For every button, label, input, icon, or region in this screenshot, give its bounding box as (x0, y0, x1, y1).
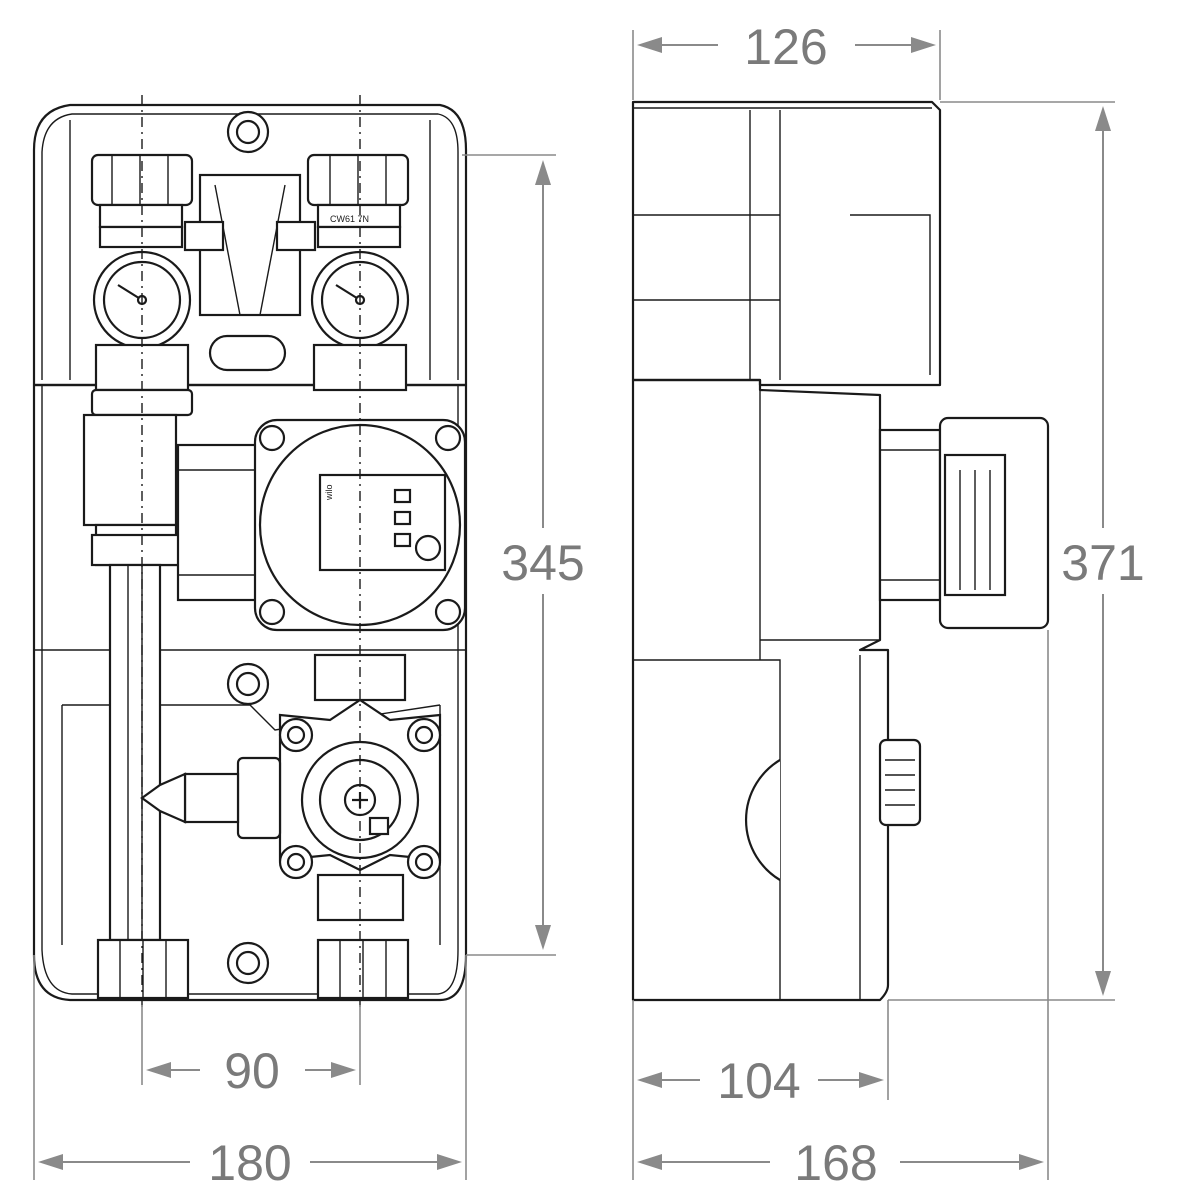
dim-front-height: 345 (462, 154, 598, 956)
pipe-left-long (108, 563, 162, 942)
fitting-top-right: CW61 7N (306, 153, 410, 229)
dim-104-label: 104 (717, 1053, 800, 1109)
side-cutout (745, 759, 781, 881)
mixing-valve (278, 698, 442, 880)
mounting-hole-top (226, 110, 270, 154)
pump: wilo (176, 418, 467, 632)
side-view (631, 100, 1050, 1002)
front-upper-housing (32, 103, 468, 387)
fitting-bottom-right (316, 873, 410, 1000)
dim-180-label: 180 (208, 1135, 291, 1191)
fitting-bottom-left (96, 938, 190, 1000)
pump-brand-label: wilo (324, 484, 334, 501)
front-view: CW61 7N (32, 95, 468, 1010)
dim-pipe-spacing: 90 (141, 1005, 361, 1099)
dim-side-top-depth: 126 (632, 19, 941, 100)
side-branch (140, 756, 282, 840)
dim-side-height: 371 (888, 101, 1158, 1001)
dim-345-label: 345 (501, 535, 584, 591)
side-upper-housing (631, 100, 942, 387)
side-valve-knob (878, 738, 922, 827)
dim-126-label: 126 (744, 19, 827, 75)
mounting-hole-bottom (226, 941, 270, 985)
check-valves (183, 173, 317, 317)
dim-90-label: 90 (224, 1043, 280, 1099)
dim-front-width: 180 (33, 955, 467, 1191)
oval-slot (208, 334, 287, 372)
dim-side-bottom-inner: 104 (632, 1000, 889, 1180)
dim-168-label: 168 (794, 1135, 877, 1191)
fitting-label: CW61 7N (330, 214, 369, 224)
dim-371-label: 371 (1061, 535, 1144, 591)
mounting-hole-middle (226, 662, 270, 706)
side-pump-module (878, 416, 1050, 630)
dim-side-bottom-outer: 168 (637, 630, 1049, 1191)
pipe-left-upper (82, 343, 194, 567)
